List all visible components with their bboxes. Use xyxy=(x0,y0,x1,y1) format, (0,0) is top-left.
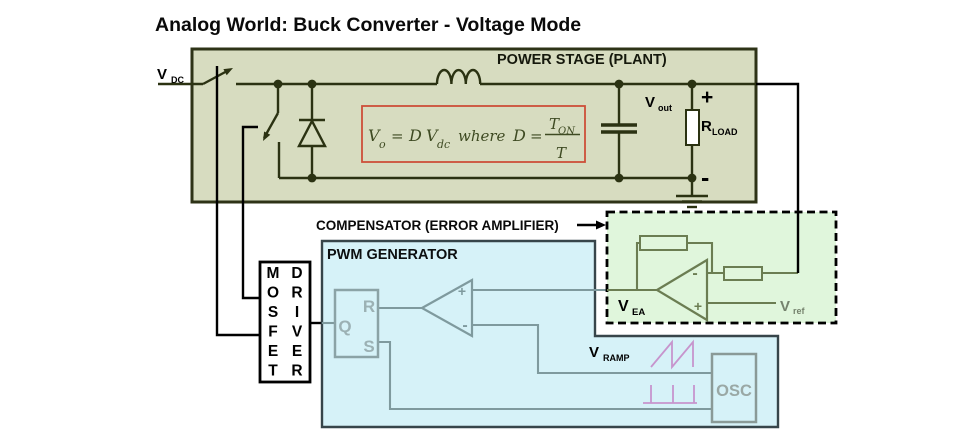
formula-d2: D xyxy=(512,126,526,145)
gate-drive-wire-b xyxy=(241,125,260,300)
driver-letter: O xyxy=(267,285,279,302)
sync-switch-arrow xyxy=(263,131,271,141)
junction-dots xyxy=(273,79,697,183)
latch-q-label: Q xyxy=(338,317,351,336)
vdc-subscript: DC xyxy=(171,75,184,85)
driver-letter: E xyxy=(292,343,302,360)
latch-s-label: S xyxy=(363,337,374,356)
vout-subscript: out xyxy=(658,103,672,113)
power-stage-block xyxy=(190,47,758,204)
rload-label: R xyxy=(701,118,712,135)
comparator xyxy=(419,278,474,338)
compensator-callout-label: COMPENSATOR (ERROR AMPLIFIER) xyxy=(316,218,559,233)
comparator-minus-ramp-wire xyxy=(472,323,712,375)
pwm-generator-label: PWM GENERATOR xyxy=(327,247,458,263)
rload-subscript: LOAD xyxy=(712,127,738,137)
power-stage-label: POWER STAGE (PLANT) xyxy=(497,52,667,68)
vramp-label: V xyxy=(589,344,599,361)
latch-s-input-wire xyxy=(378,340,712,411)
main-switch-arrow xyxy=(223,68,233,76)
osc-label: OSC xyxy=(716,382,752,400)
pwm-generator-block xyxy=(320,239,780,429)
driver-letter: V xyxy=(292,324,303,341)
waveforms xyxy=(643,339,697,404)
feedback-wire xyxy=(756,82,800,273)
error-opamp xyxy=(654,258,709,322)
vout-minus-sign: - xyxy=(701,164,709,192)
comparator-minus-label: - xyxy=(462,317,467,334)
vdc-label: V xyxy=(157,66,167,83)
driver-letter: F xyxy=(268,324,277,341)
formula-numerator-sub: ON xyxy=(558,126,576,137)
vref-label: V xyxy=(780,298,790,315)
formula-numerator: T xyxy=(549,115,560,133)
opamp-minus-label: - xyxy=(692,265,697,282)
comparator-plus-label: + xyxy=(458,283,466,299)
inductor xyxy=(435,68,482,85)
formula-eq2: = xyxy=(530,127,543,145)
vout-plus-sign: + xyxy=(701,86,713,109)
formula-sub1: o xyxy=(379,138,386,151)
formula-v2: V xyxy=(426,126,439,145)
diagram-title: Analog World: Buck Converter - Voltage M… xyxy=(155,14,581,36)
vea-subscript: EA xyxy=(632,307,645,318)
latch-r-label: R xyxy=(363,297,375,316)
rload-resistor xyxy=(685,109,700,146)
input-resistor xyxy=(723,266,763,281)
pwm-wires xyxy=(322,288,712,411)
callout-arrow-head xyxy=(596,220,606,230)
driver-letter: S xyxy=(268,304,278,321)
interconnect-wires xyxy=(215,66,800,337)
gate-drive-wire-a xyxy=(215,66,260,337)
driver-letter: I xyxy=(295,304,299,321)
vout-label: V xyxy=(645,94,655,111)
formula-denominator: T xyxy=(556,144,567,162)
driver-letter: M xyxy=(267,265,280,282)
feedback-loop-wire-right xyxy=(687,241,714,273)
formula-box xyxy=(361,105,586,163)
driver-letter: D xyxy=(291,265,302,282)
duty-cycle-formula: V o = D V dc where D = T ON T xyxy=(368,115,580,162)
formula-eq: = xyxy=(391,127,404,145)
osc-block xyxy=(710,352,758,424)
vea-label: V xyxy=(618,298,629,315)
ramp-waveform xyxy=(650,339,694,370)
formula-d: D xyxy=(408,126,422,145)
opamp-plus-label: + xyxy=(694,298,702,314)
formula-v1: V xyxy=(368,126,381,145)
formula-sub2: dc xyxy=(437,138,450,151)
formula-where: where xyxy=(458,127,506,145)
mosfet-driver-letters: M O S F E T D R I V E R xyxy=(267,265,303,380)
driver-letter: T xyxy=(268,363,278,380)
mosfet-driver-block xyxy=(258,260,312,384)
driver-letter: R xyxy=(291,285,302,302)
driver-letter: R xyxy=(291,363,302,380)
sr-latch xyxy=(333,288,380,359)
vref-subscript: ref xyxy=(793,306,806,316)
feedback-resistor xyxy=(639,235,688,251)
driver-letter: E xyxy=(268,343,278,360)
vramp-subscript: RAMP xyxy=(603,353,630,363)
